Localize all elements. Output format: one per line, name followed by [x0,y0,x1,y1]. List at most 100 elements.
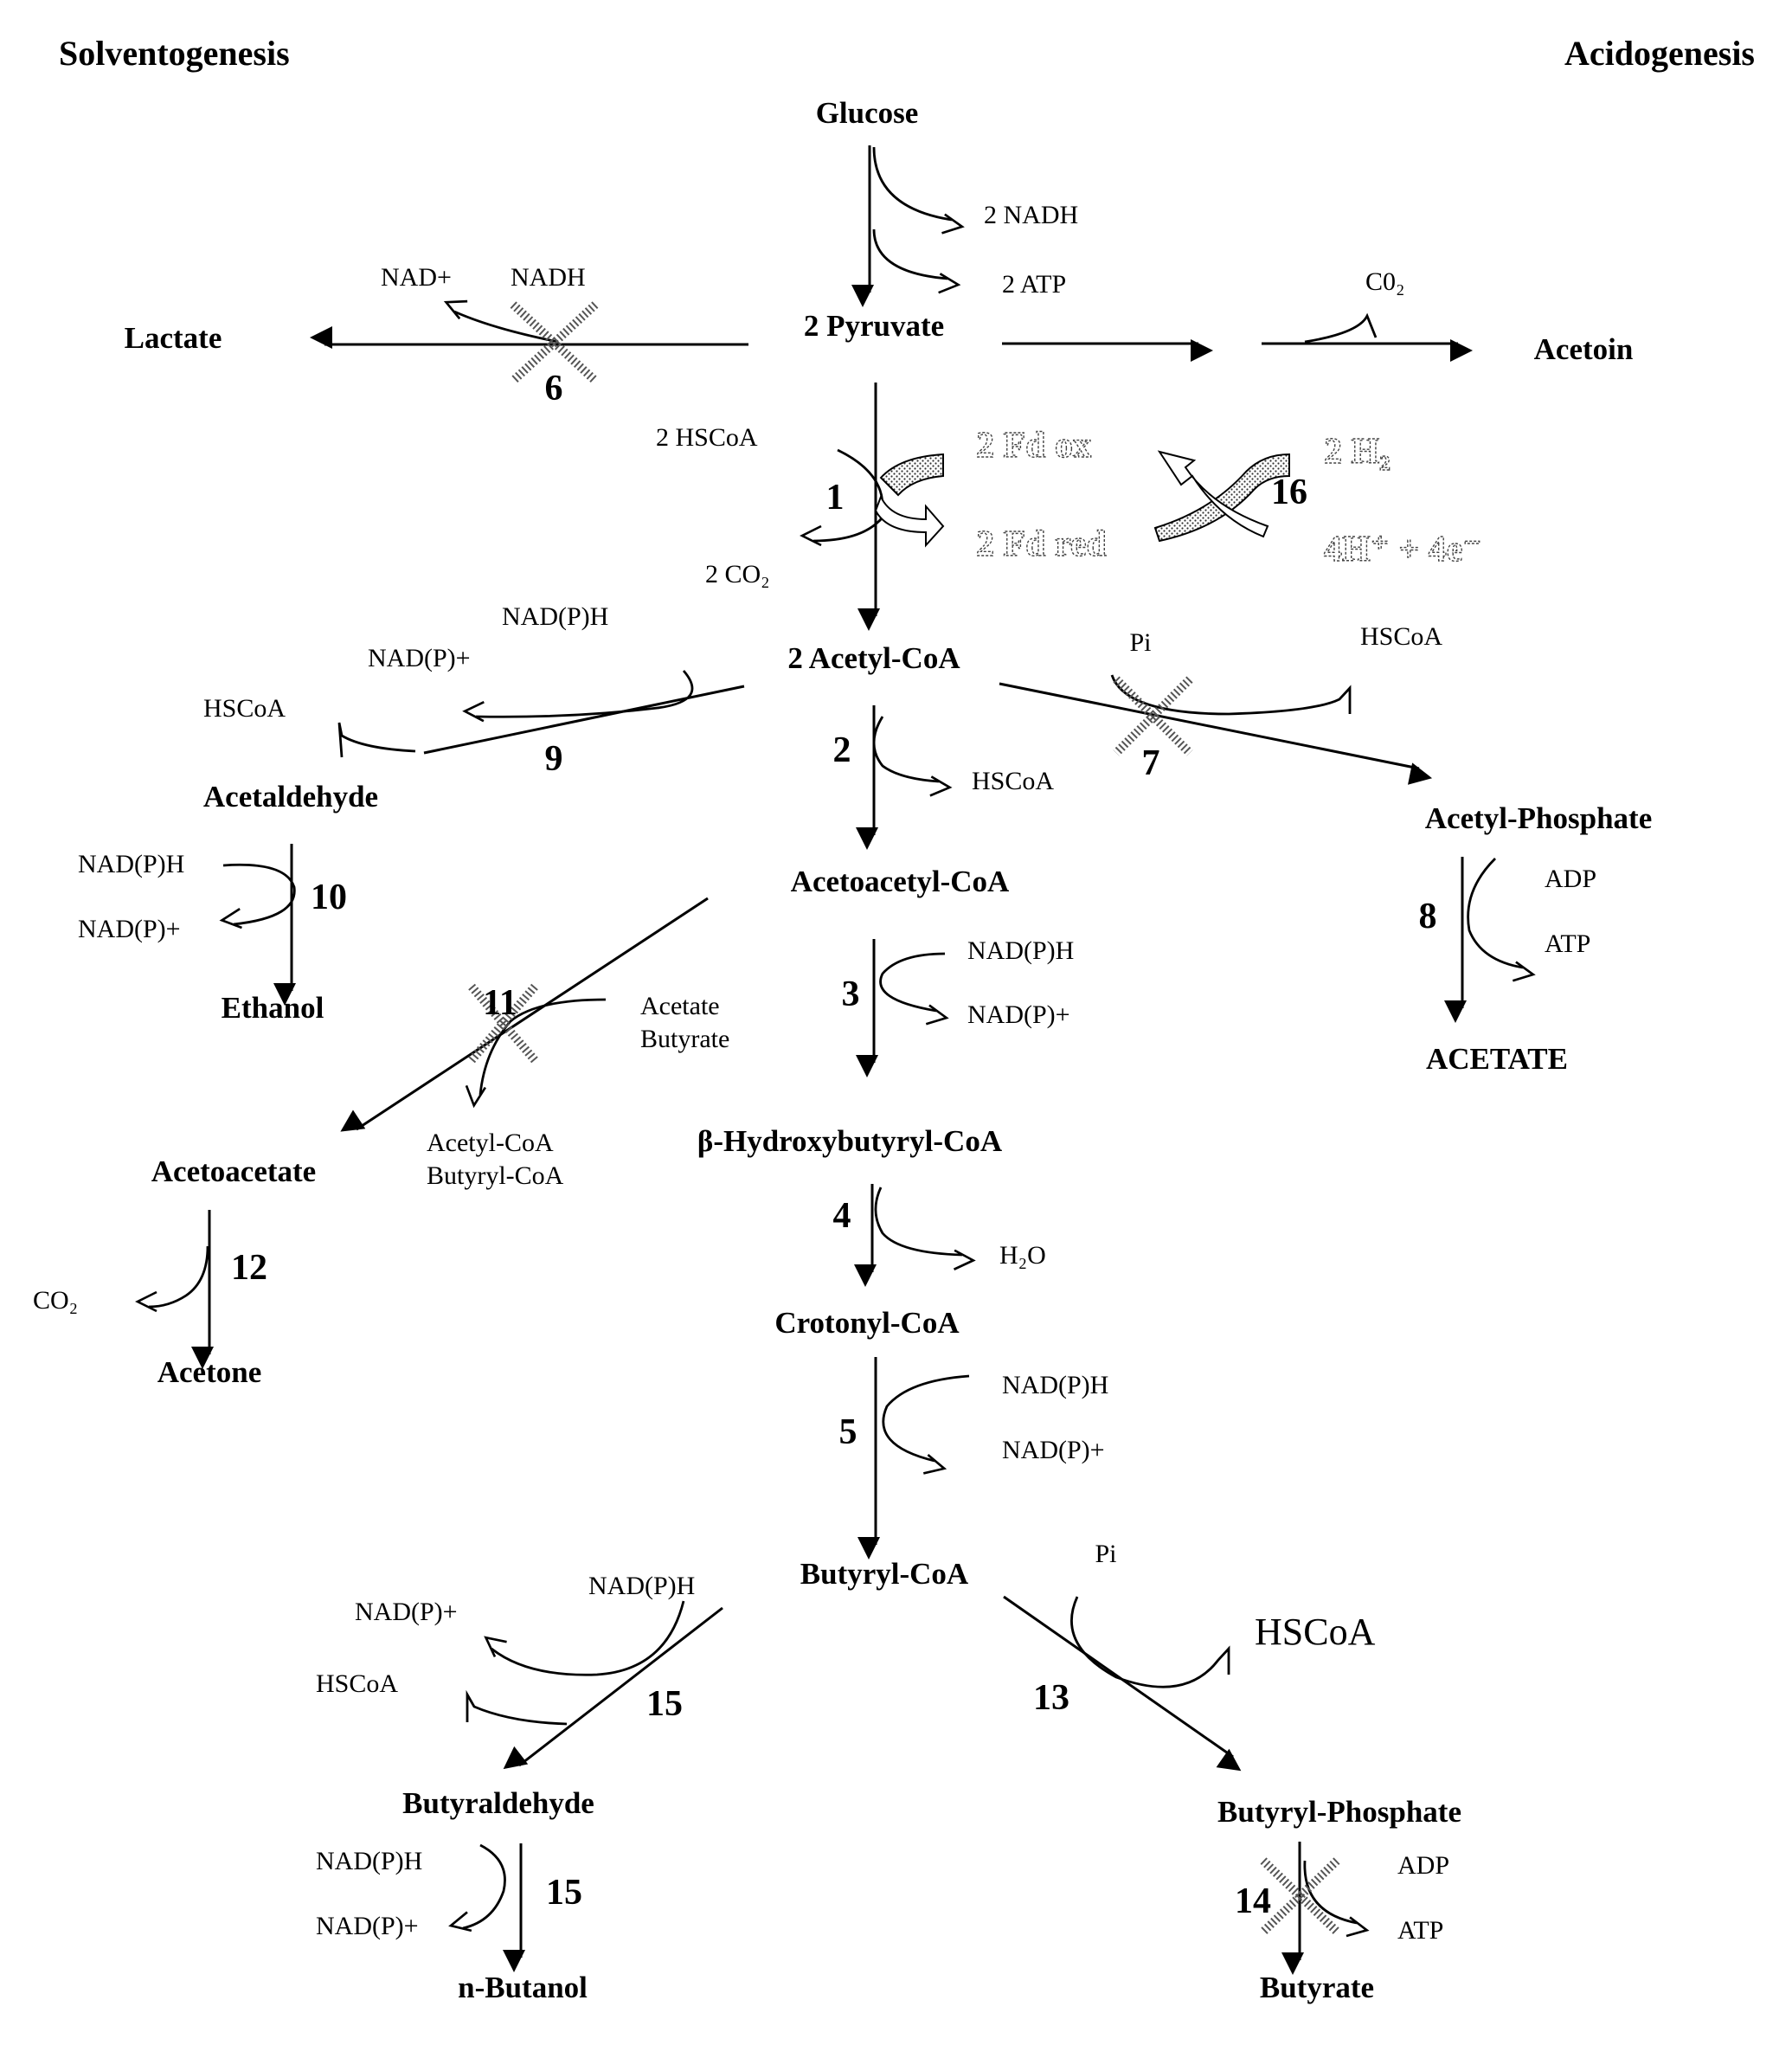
curve-hscoa-co2 [813,450,883,541]
curve-10 [223,865,294,924]
cofactor-2-hscoa: 2 HSCoA [656,423,758,452]
cofactor-r2-hscoa: HSCoA [972,767,1054,795]
metabolite-butanol: n-Butanol [458,1971,588,2004]
cofactor-r7-hscoa: HSCoA [1360,622,1442,651]
cofactor-fd-ox: 2 Fd ox [976,426,1091,466]
metabolite-hydroxybutyryl-coa: β-Hydroxybutyryl-CoA [697,1124,1003,1158]
metabolite-acetyl-phosphate: Acetyl-Phosphate [1425,801,1652,835]
reaction-7: 7 [1142,743,1160,783]
metabolite-crotonyl-coa: Crotonyl-CoA [774,1306,960,1340]
curve-4 [876,1187,962,1255]
reaction-8: 8 [1419,897,1437,936]
metabolite-butyryl-phosphate: Butyryl-Phosphate [1217,1795,1461,1829]
cofactor-r10-nadph: NAD(P)H [78,850,184,878]
cofactor-r11-acetate: Acetate [640,992,720,1020]
cofactor-r10-nadp: NAD(P)+ [78,915,181,943]
curve-9-nadph [476,671,692,717]
curve-atp-out [874,229,947,279]
metabolite-ethanol: Ethanol [222,991,324,1025]
metabolite-acetaldehyde: Acetaldehyde [203,780,378,814]
metabolite-butyrate: Butyrate [1260,1971,1374,2004]
curve-12 [149,1246,208,1307]
curve-nadh-out [874,147,952,220]
cofactor-r13-hscoa: HSCoA [1255,1611,1376,1653]
cofactor-h2: 2 H₂ [1324,432,1391,472]
reaction-12: 12 [231,1248,267,1288]
metabolite-acetone: Acetone [157,1355,262,1389]
metabolite-butyraldehyde: Butyraldehyde [402,1786,594,1820]
curve-acetoin-co2 [1305,316,1376,342]
reaction-13: 13 [1033,1678,1069,1718]
metabolite-butyryl-coa: Butyryl-CoA [800,1557,969,1591]
reaction-1: 1 [826,478,845,518]
cofactor-r3-nadp: NAD(P)+ [967,1000,1070,1029]
cofactor-r3-nadph: NAD(P)H [967,936,1074,965]
cofactor-protons: 4H⁺ + 4e⁻ [1324,530,1482,569]
cofactor-r9-nadph: NAD(P)H [502,602,608,631]
reaction-4: 4 [833,1196,851,1236]
cofactor-2-nadh: 2 NADH [984,201,1078,229]
cofactor-r8-adp: ADP [1545,865,1596,893]
reaction-16: 16 [1271,473,1307,512]
cofactor-r9-hscoa: HSCoA [203,694,286,723]
curve-7-pi-hscoa [1112,675,1350,714]
curve-14 [1305,1861,1357,1923]
cofactor-r11-acetylcoa: Acetyl-CoA [427,1129,554,1157]
block-7-b [1116,679,1190,753]
cofactor-r5-nadph: NAD(P)H [1002,1371,1108,1399]
metabolite-acetate: ACETATE [1426,1042,1568,1076]
curve-9-hscoa [339,723,415,757]
cofactor-r15-nadph: NAD(P)H [588,1572,695,1600]
reaction-9: 9 [545,739,563,779]
arrow-acetylcoa-acetaldehyde [424,686,744,753]
cofactor-r7-pi: Pi [1129,628,1151,657]
reaction-14: 14 [1235,1881,1271,1921]
cofactor-2-atp: 2 ATP [1002,270,1066,299]
cofactor-r15b-nadp: NAD(P)+ [316,1912,419,1940]
cofactor-co2-acetoin: C0₂ [1365,267,1404,296]
reaction-11: 11 [483,983,517,1023]
fd-red-arrow [876,497,943,545]
cofactor-r8-atp: ATP [1545,929,1590,958]
cofactor-fd-red: 2 Fd red [976,524,1107,564]
curve-5 [883,1376,969,1461]
reaction-15a: 15 [646,1684,683,1724]
arrow-butyrylcoa-butyraldehyde [519,1608,723,1765]
cofactor-r13-pi: Pi [1095,1540,1116,1568]
cofactor-r11-butyrylcoa: Butyryl-CoA [427,1161,564,1190]
cofactor-r14-atp: ATP [1397,1916,1443,1945]
cofactor-r14-adp: ADP [1397,1851,1449,1880]
curve-15a-nadph [491,1601,684,1675]
arrow-acetylcoa-acetylphosphate [999,684,1419,769]
metabolite-pyruvate: 2 Pyruvate [804,309,944,343]
curve-2-hscoa [874,717,939,781]
curve-13 [1071,1597,1229,1687]
curve-15b [463,1845,504,1928]
curve-8 [1468,859,1523,968]
cofactor-r4-h2o: H₂O [999,1241,1046,1270]
metabolite-acetyl-coa: 2 Acetyl-CoA [787,641,960,675]
cofactor-r15-nadp: NAD(P)+ [355,1598,458,1626]
metabolite-acetoacetate: Acetoacetate [151,1154,316,1188]
reaction-10: 10 [311,878,347,917]
fd-ox-arrow-band [881,454,943,495]
curve-3 [881,954,945,1011]
cofactor-r5-nadp: NAD(P)+ [1002,1436,1105,1464]
reaction-3: 3 [842,974,860,1014]
metabolite-lactate: Lactate [125,321,222,355]
reaction-5: 5 [839,1412,857,1452]
heading-solventogenesis: Solventogenesis [59,34,290,73]
cofactor-r11-butyrate: Butyrate [640,1025,729,1053]
cofactor-2-co2: 2 CO₂ [705,560,770,588]
reaction-6: 6 [545,369,563,408]
metabolite-glucose: Glucose [816,96,919,130]
heading-acidogenesis: Acidogenesis [1564,34,1755,73]
cofactor-r15b-nadph: NAD(P)H [316,1847,422,1875]
cofactor-r15-hscoa: HSCoA [316,1669,398,1698]
cofactor-r12-co2: CO₂ [33,1286,78,1315]
cofactor-nadh: NADH [511,263,586,292]
reaction-2: 2 [833,730,851,770]
curve-15a-hscoa [467,1695,567,1724]
